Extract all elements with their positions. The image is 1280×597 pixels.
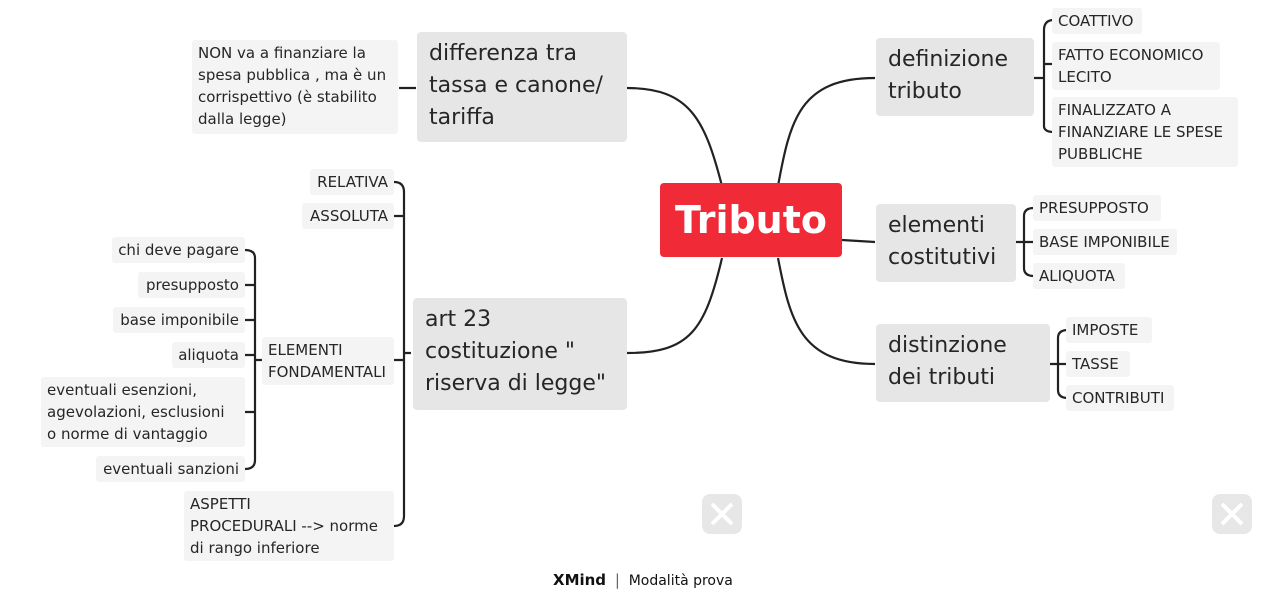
link-elementi	[841, 238, 876, 244]
subtopic-finalizzato[interactable]: FINALIZZATO A FINANZIARE LE SPESE PUBBLI…	[1052, 97, 1238, 167]
subtopic-elementi-fondamentali[interactable]: ELEMENTI FONDAMENTALI	[262, 337, 394, 385]
xmind-brand: XMind	[553, 571, 607, 589]
link-differenza	[626, 86, 724, 187]
link-definizione	[776, 76, 876, 187]
subtopic-presupposto[interactable]: PRESUPPOSTO	[1033, 195, 1161, 221]
watermark-separator: |	[614, 571, 620, 589]
xmind-watermark: XMind | Modalità prova	[553, 571, 733, 589]
subtopic-coattivo[interactable]: COATTIVO	[1052, 8, 1142, 34]
subtopic-relativa[interactable]: RELATIVA	[310, 169, 394, 195]
subtopic-base-imponibile[interactable]: BASE IMPONIBILE	[1033, 229, 1177, 255]
leaf-eventuali-sanzioni[interactable]: eventuali sanzioni	[96, 456, 245, 482]
topic-art23[interactable]: art 23 costituzione " riserva di legge"	[413, 298, 627, 410]
link-fond-children	[244, 248, 262, 471]
watermark-logo-icon	[1212, 494, 1252, 534]
leaf-presupposto[interactable]: presupposto	[138, 272, 245, 298]
link-art23	[626, 257, 724, 355]
link-def-children	[1034, 18, 1055, 134]
subtopic-tasse[interactable]: TASSE	[1066, 351, 1130, 377]
note-differenza[interactable]: NON va a finanziare la spesa pubblica , …	[192, 40, 398, 134]
topic-differenza[interactable]: differenza tra tassa e canone/ tariffa	[417, 32, 627, 142]
link-elem-children	[1016, 206, 1035, 278]
central-topic[interactable]: Tributo	[660, 183, 842, 257]
topic-distinzione[interactable]: distinzione dei tributi	[876, 324, 1050, 402]
subtopic-assoluta[interactable]: ASSOLUTA	[302, 203, 394, 229]
watermark-mode: Modalità prova	[628, 573, 733, 589]
topic-elementi-costitutivi[interactable]: elementi costitutivi	[876, 204, 1016, 282]
leaf-chi-deve-pagare[interactable]: chi deve pagare	[112, 237, 245, 263]
subtopic-contributi[interactable]: CONTRIBUTI	[1066, 385, 1174, 411]
topic-definizione[interactable]: definizione tributo	[876, 38, 1034, 116]
subtopic-imposte[interactable]: IMPOSTE	[1066, 317, 1152, 343]
link-art23-children	[393, 180, 411, 528]
subtopic-aliquota[interactable]: ALIQUOTA	[1033, 263, 1125, 289]
leaf-base-imponibile[interactable]: base imponibile	[113, 307, 245, 333]
subtopic-aspetti-procedurali[interactable]: ASPETTI PROCEDURALI --> norme di rango i…	[184, 491, 394, 561]
watermark-logo-icon	[702, 494, 742, 534]
subtopic-fatto-economico[interactable]: FATTO ECONOMICO LECITO	[1052, 42, 1220, 90]
leaf-aliquota[interactable]: aliquota	[172, 342, 245, 368]
leaf-eventuali-esenzioni[interactable]: eventuali esenzioni, agevolazioni, esclu…	[41, 377, 245, 447]
link-distinzione	[776, 257, 876, 366]
